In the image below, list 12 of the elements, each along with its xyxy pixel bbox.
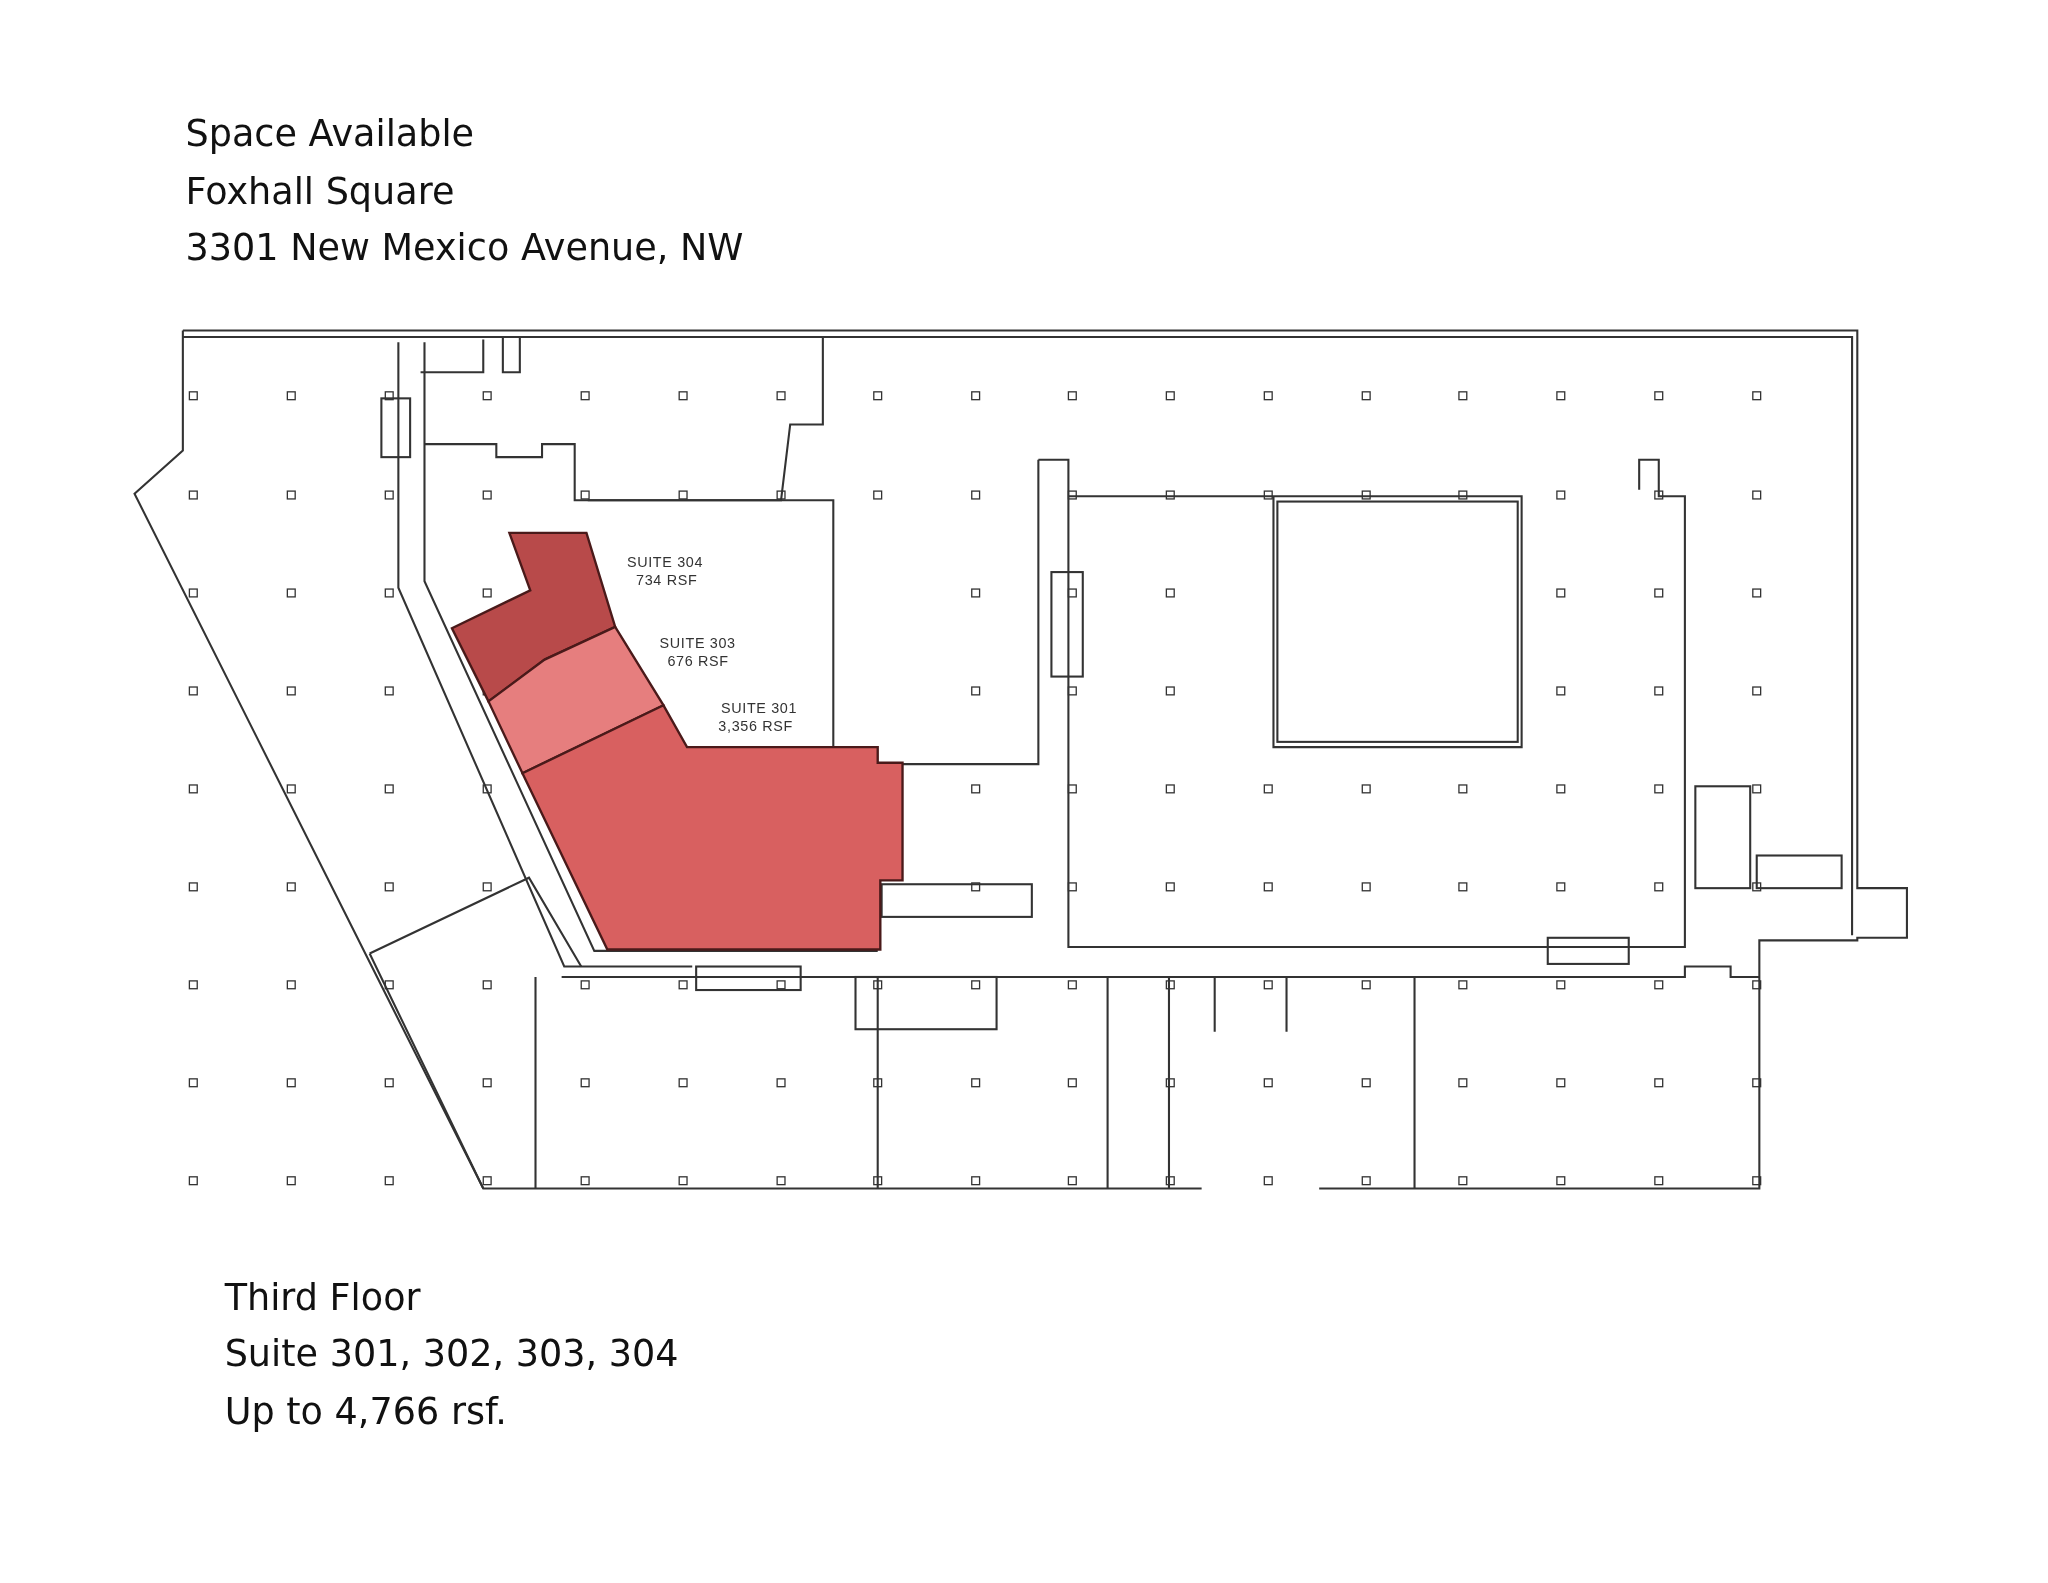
floor-label: Third Floor — [224, 1276, 421, 1321]
suite-name: SUITE 304 — [626, 553, 704, 571]
suite-name: SUITE 303 — [659, 634, 736, 652]
heading-line: Space Available — [185, 112, 475, 157]
heading-line: 3301 New Mexico Avenue, NW — [185, 225, 744, 271]
area-label: 676 RSF — [667, 653, 729, 671]
area-note: Up to 4,766 rsf. — [224, 1389, 507, 1435]
heading-line: Foxhall Square — [185, 169, 455, 215]
area-label: 3,356 RSF — [718, 718, 793, 736]
suite-list: Suite 301, 302, 303, 304 — [224, 1332, 679, 1377]
suite-name: SUITE 301 — [721, 700, 798, 718]
area-label: 734 RSF — [636, 572, 698, 590]
